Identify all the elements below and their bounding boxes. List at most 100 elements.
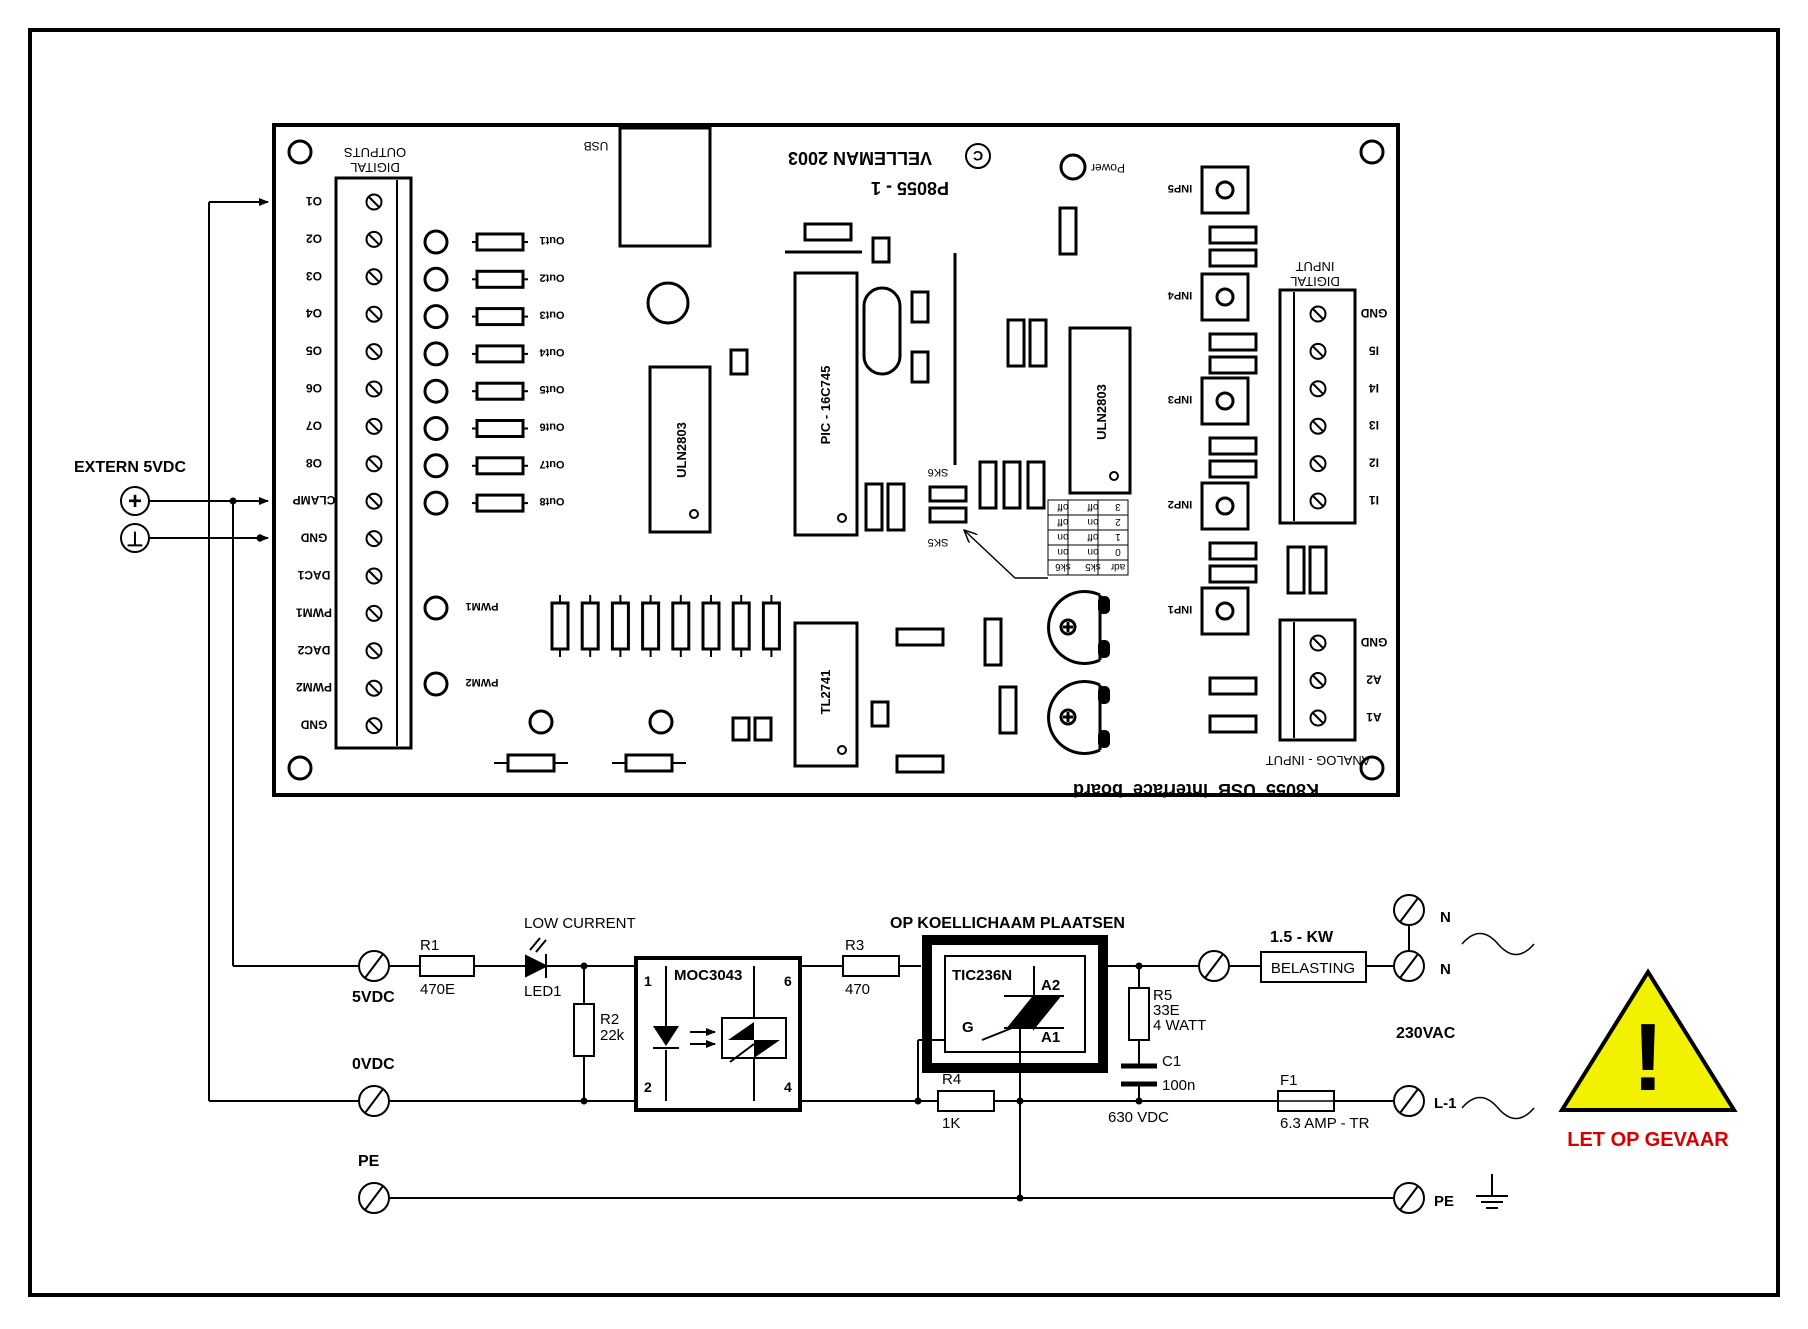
ic-tl2741 [793,621,859,768]
r5-name: R5 [1153,987,1172,1004]
resistor-r1 [419,955,475,977]
velleman-brand: VELLEMAN 2003 [788,148,932,168]
terminal-screw [365,604,383,622]
analog-input-label: A2 [1366,673,1382,687]
terminal-label: CLAMP [293,493,336,507]
digital-input-label: I5 [1369,343,1379,357]
mains-n: N [1440,961,1451,978]
digital-input-label: I1 [1369,493,1379,507]
input-switch-label: INP1 [1168,603,1192,615]
led1-symbol [525,937,549,978]
address-table-cell: 3 [1115,501,1121,512]
address-table-cell: 2 [1115,516,1121,527]
ac-symbols [1461,932,1535,1120]
c1-voltage: 630 VDC [1108,1109,1169,1126]
r1-name: R1 [420,937,439,954]
r1-value: 470E [420,981,455,998]
pcb-code: P8055 - 1 [871,178,949,198]
earth-ground-icon [1476,1174,1508,1209]
load-box [1260,951,1367,983]
digital-input-terminal-block [1278,288,1357,525]
screw-terminal [1393,894,1425,926]
input-switch-label: INP5 [1168,182,1192,194]
terminal-label: O2 [306,231,322,245]
resistor [671,601,691,651]
resistor-r4 [937,1090,995,1112]
digital-input-label: I2 [1369,456,1379,470]
pwm-led: PWM2 [423,671,499,697]
terminal-screw [365,230,383,248]
power-label: Power [1091,161,1125,175]
terminal-screw [365,492,383,510]
jumper-sk5 [928,506,968,524]
input-switch: INP4 [1167,272,1258,375]
extern-supply: EXTERN 5VDC + ⊥ [74,459,269,553]
r2-value: 22k [600,1027,625,1044]
analog-input-screw [1309,709,1327,727]
output-led-label: Out1 [539,234,564,246]
warning-exclamation: ! [1632,1004,1664,1111]
heatsink-label: OP KOELLICHAAM PLAATSEN [890,915,1125,932]
outer-frame [28,28,1780,1297]
digital-input-screw [1309,492,1327,510]
terminal-label: O3 [306,269,322,283]
gnd-terminal-symbol: ⊥ [126,529,143,551]
terminal-label: DAC1 [297,568,330,582]
fuse-name: F1 [1280,1072,1298,1089]
mains-l1: L-1 [1434,1095,1457,1112]
digital-input-screw [1309,455,1327,473]
terminal-label: PWM1 [296,605,332,619]
ic-label-tl2741: TL2741 [818,670,833,715]
triac-pin-a2: A2 [1041,977,1060,994]
terminal-label: O8 [306,456,322,470]
moc3043-optocoupler [634,956,802,1112]
input-switch: INP3 [1168,376,1258,479]
screw-terminal [1393,1182,1425,1214]
terminal-screw [365,193,383,211]
terminal-screw [365,642,383,660]
terminal-label: O5 [306,344,322,358]
plus-terminal-symbol: + [128,488,142,515]
fuse-rating: 6.3 AMP - TR [1280,1115,1370,1132]
triac-pin-a1: A1 [1041,1029,1060,1046]
terminal-label: GND [300,718,327,732]
ic-uln2803-left [648,365,712,534]
digital-input-header-1: DIGITAL [1290,274,1340,289]
digital-output-terminal-block [334,176,413,750]
terminal-label: DAC2 [297,643,330,657]
ic-uln2803-right [1068,326,1132,495]
mains-pe: PE [1434,1193,1454,1210]
terminal-label: O1 [306,194,322,208]
jumper-sk6 [928,485,968,503]
resistor-r3 [842,955,900,977]
board-outline [272,123,1400,797]
address-table-cell: on [1057,546,1068,557]
terminal-screw [365,717,383,735]
output-led-label: Out4 [539,346,565,358]
resistor [610,601,630,651]
label-5vdc: 5VDC [352,989,395,1006]
analog-input-terminal-block [1278,618,1357,742]
electrolytic-capacitor [646,281,690,325]
address-table-cell: 1 [1115,531,1121,542]
resistor-r2 [573,1003,595,1057]
address-table-cell: off [1057,501,1068,512]
input-switch-label: INP4 [1167,289,1192,301]
r4-value: 1K [942,1115,960,1132]
copyright-circle [965,143,991,169]
led-note: LOW CURRENT [524,915,636,932]
address-table-cell: off [1087,531,1098,542]
digital-input-label: GND [1360,306,1387,320]
terminal-screw [365,455,383,473]
address-table-cell: on [1087,516,1098,527]
output-led-label: Out2 [539,271,564,283]
output-led-label: Out5 [539,383,564,395]
digital-input-screw [1309,417,1327,435]
moc-label: MOC3043 [674,967,742,984]
heatsink-outline [922,935,1108,1073]
output-led: Out3 [423,304,565,330]
terminal-label: GND [300,531,327,545]
